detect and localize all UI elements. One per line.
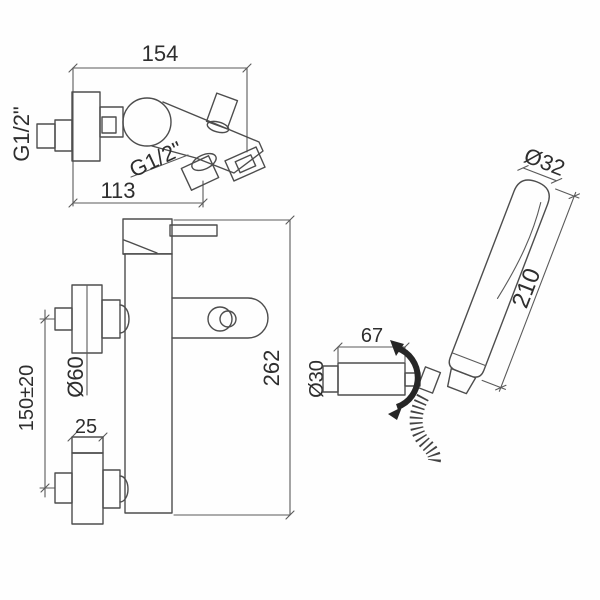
upper-eccentric: [101, 299, 121, 339]
lower-eccentric: [102, 469, 121, 509]
spout-body-wedge: [151, 101, 264, 174]
spout-front-view: [171, 297, 269, 339]
dim-line-o32: [517, 165, 563, 184]
aerator: [234, 154, 257, 174]
spout-tip: [224, 146, 266, 182]
shower-outlet-cap: [191, 152, 217, 172]
inlet-pipe-end: [36, 123, 56, 149]
diverter-knob-outer: [207, 306, 233, 332]
lower-union-collar: [71, 436, 104, 454]
front-view: 262 Ø60 150±20 25: [16, 215, 295, 525]
dim-label-154: 154: [142, 41, 179, 66]
hand-shower-handle-group: 210 Ø32: [446, 143, 580, 395]
lever-base-ellipse: [206, 120, 230, 134]
top-view: 154 113 G1/2" G1/2": [9, 41, 266, 208]
mixer-body-column: [124, 253, 173, 514]
handle-inlet-cone: [446, 367, 477, 395]
rotation-arrow-arc: [395, 345, 421, 410]
handle-face-detail: [451, 202, 542, 367]
upper-eccentric-nose: [119, 304, 130, 334]
lower-union-nut: [54, 472, 73, 504]
rotation-arrow-head-bottom: [388, 407, 402, 420]
lever-knob-top-view: [205, 92, 239, 130]
dim-label-25: 25: [75, 416, 97, 438]
dim-label-o60: Ø60: [63, 356, 88, 398]
hand-shower: 210 Ø32 67 Ø30: [306, 143, 580, 465]
dim-ticks-150: [40, 314, 50, 493]
holder-body: [337, 362, 406, 396]
dim-extension-154: [72, 67, 248, 207]
dim-ticks-210: [495, 193, 580, 391]
inlet-thread-label: G1/2": [9, 106, 34, 162]
diverter-knob-inner: [219, 310, 237, 328]
dim-line-150: [39, 309, 56, 498]
shower-outlet-body: [180, 155, 220, 191]
dim-line-113: [72, 180, 204, 208]
lever-bar: [169, 224, 218, 237]
dim-label-262: 262: [259, 350, 284, 387]
wall-flange-top-view: [71, 91, 101, 162]
rotation-arrow-head-top: [390, 340, 404, 356]
hand-shower-handle: [448, 179, 550, 378]
dim-label-o32: Ø32: [521, 143, 569, 181]
cartridge-circle: [122, 97, 172, 147]
dim-label-113: 113: [100, 178, 135, 203]
dim-line-262: [173, 219, 291, 516]
hose-nut: [416, 366, 442, 394]
dim-label-150: 150±20: [16, 365, 38, 432]
lower-eccentric-nose: [119, 475, 129, 503]
upper-union-nut: [54, 307, 73, 331]
shower-hose: [409, 393, 441, 465]
inlet-pipe-union: [54, 119, 73, 152]
dim-label-67: 67: [361, 325, 383, 347]
dim-line-210: [481, 188, 580, 392]
outlet-leader-line: [130, 154, 189, 178]
body-connector-notch: [101, 116, 117, 134]
dim-ticks: [68, 63, 252, 208]
dim-ticks-262: [285, 215, 295, 520]
lower-escutcheon: [71, 452, 104, 525]
